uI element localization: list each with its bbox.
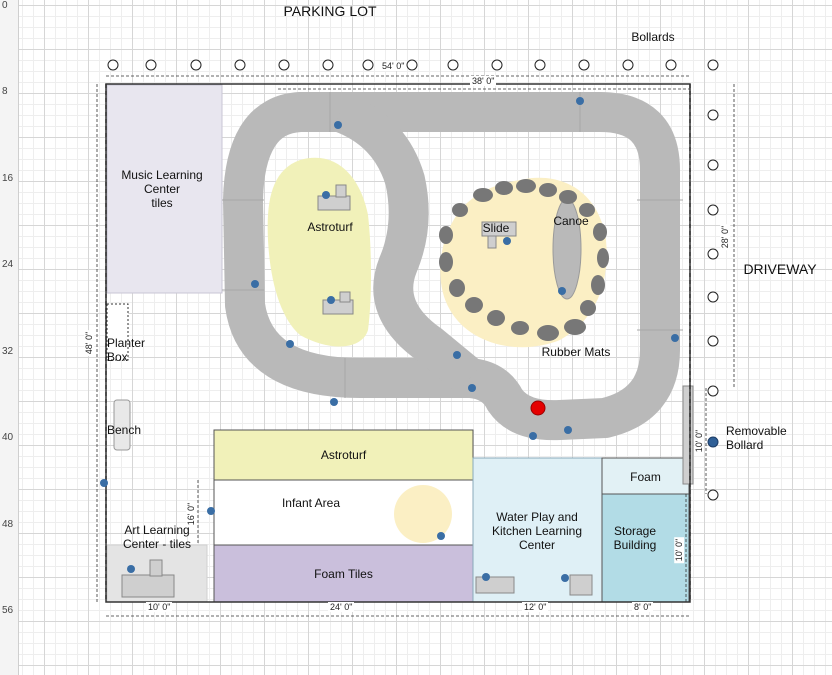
removable-bollard-icon [707,436,719,448]
astroturf-lower-area[interactable] [213,429,474,481]
dim-bottom-2: 24' 0" [328,602,355,612]
planter-box[interactable] [106,303,129,361]
dim-top-overall: 54' 0" [380,61,407,71]
infant-area-label: Infant Area [281,496,341,510]
canoe-label: Canoe [553,214,589,228]
infant-circle [394,485,452,543]
ruler-mark: 32 [2,346,14,357]
parking-lot-label: PARKING LOT [283,3,377,19]
bollards-label: Bollards [631,30,675,44]
removable-bollard-label: Removable Bollard [726,424,787,452]
foam-tiles-area[interactable] [213,544,474,603]
ruler-mark: 24 [2,259,14,270]
foam-tiles-label: Foam Tiles [314,567,373,581]
ruler-mark: 40 [2,432,14,443]
art-center-label: Art Learning Center - tiles [122,523,192,551]
water-play-label: Water Play and Kitchen Learning Center [491,510,583,552]
dim-infant-side: 16' 0" [186,500,197,528]
track-seams [222,92,683,398]
astroturf-upper-label: Astroturf [307,220,353,234]
location-marker[interactable] [530,400,546,416]
ruler-mark: 56 [2,605,14,616]
driveway-label: DRIVEWAY [743,261,817,277]
dim-left-side: 48' 0" [84,329,95,357]
dim-bottom-4: 8' 0" [632,602,654,612]
ruler-mark: 48 [2,519,14,530]
dim-storage-side: 10' 0" [674,536,685,564]
slide-label: Slide [482,221,510,235]
dim-right-lower: 10' 0" [694,427,705,455]
rubber-mats-label: Rubber Mats [541,345,611,359]
info-markers [100,97,679,582]
dim-bottom-3: 12' 0" [522,602,549,612]
music-center-label: Music Learning Center tiles [121,168,203,210]
music-center-area[interactable] [106,84,223,294]
astroturf-upper-area[interactable] [267,157,371,347]
bench-label: Bench [107,423,142,437]
vertical-ruler: 0 8 16 24 32 40 48 56 [0,0,19,675]
foam-label: Foam [630,470,661,484]
dimension-lines [96,75,735,617]
bench[interactable] [113,399,131,451]
rock-border [439,179,609,341]
astroturf-lower-label: Astroturf [320,448,367,462]
dim-right-upper: 28' 0" [720,223,731,251]
ruler-mark: 8 [2,86,8,97]
bollards [107,59,719,501]
storage-label: Storage Building [613,524,657,552]
ruler-mark: 16 [2,173,14,184]
dim-top-inner: 38' 0" [470,76,497,86]
dim-bottom-1: 10' 0" [146,602,173,612]
planter-box-label: Planter Box [107,336,146,364]
ruler-mark: 0 [2,0,8,11]
